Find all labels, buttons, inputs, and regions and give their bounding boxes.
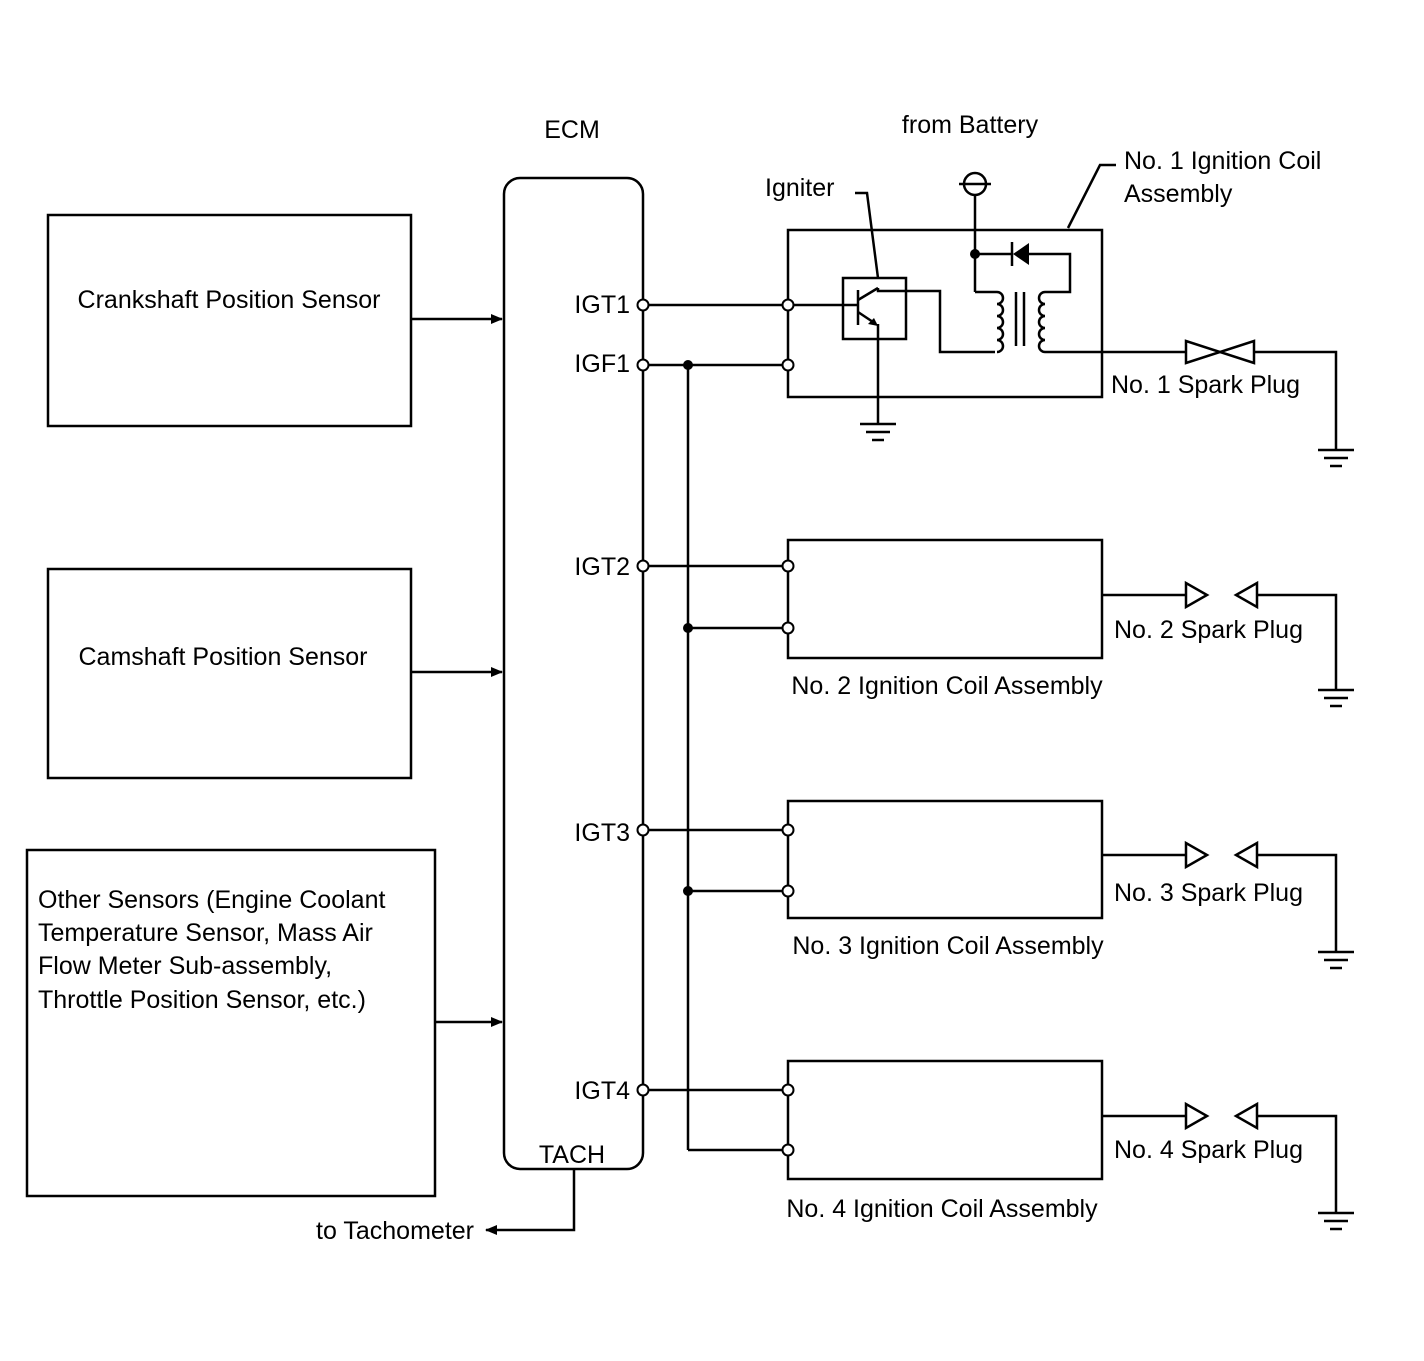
ecm-terminal bbox=[636, 1083, 650, 1097]
spark-plug-4-icon bbox=[1102, 1101, 1354, 1231]
diode-icon bbox=[975, 242, 1072, 294]
ecm-terminal bbox=[636, 358, 650, 372]
terminal-tach-label: TACH bbox=[539, 1141, 605, 1169]
spark-plug-2-icon bbox=[1102, 580, 1354, 708]
camshaft-sensor-label: Camshaft Position Sensor bbox=[78, 643, 367, 671]
spark-plug-1-icon bbox=[1184, 339, 1354, 468]
coil4-box bbox=[786, 1059, 1104, 1181]
coil2-terminal bbox=[781, 559, 795, 573]
igniter-ground-icon bbox=[860, 422, 896, 442]
ecm-terminal bbox=[636, 559, 650, 573]
coil4-terminal bbox=[781, 1083, 795, 1097]
ecm-terminal bbox=[636, 823, 650, 837]
other-sensors-line-3: Flow Meter Sub-assembly, bbox=[38, 952, 332, 980]
crankshaft-sensor-label: Crankshaft Position Sensor bbox=[78, 286, 381, 314]
ecm-terminal bbox=[636, 298, 650, 312]
other-sensors-line-2: Temperature Sensor, Mass Air bbox=[38, 919, 373, 947]
tach-output-arrow bbox=[485, 1169, 576, 1235]
other-sensors-box: Other Sensors (Engine Coolant Temperatur… bbox=[25, 848, 437, 1198]
coil3-terminal bbox=[781, 823, 795, 837]
igniter-leader-line bbox=[855, 191, 880, 279]
crankshaft-sensor-box: Crankshaft Position Sensor bbox=[46, 213, 413, 428]
ecm-block bbox=[502, 176, 645, 1171]
junction-dot bbox=[683, 886, 693, 896]
coil4-label: No. 4 Ignition Coil Assembly bbox=[786, 1195, 1098, 1223]
ecm-title: ECM bbox=[544, 116, 600, 144]
terminal-igf1-label: IGF1 bbox=[574, 350, 630, 378]
coil4-terminal bbox=[781, 1143, 795, 1157]
coil2-terminal bbox=[781, 621, 795, 635]
terminal-igt1-label: IGT1 bbox=[574, 291, 630, 319]
coil3-label: No. 3 Ignition Coil Assembly bbox=[792, 932, 1104, 960]
spark-plug-2-label: No. 2 Spark Plug bbox=[1114, 616, 1303, 644]
coil1-terminal bbox=[781, 358, 795, 372]
coil2-box bbox=[786, 538, 1104, 660]
coil1-label-line-1: No. 1 Ignition Coil bbox=[1124, 147, 1321, 175]
tachometer-label: to Tachometer bbox=[316, 1217, 474, 1245]
coil2-label: No. 2 Ignition Coil Assembly bbox=[791, 672, 1103, 700]
spark-plug-3-icon bbox=[1102, 840, 1354, 970]
coil-winding-icon bbox=[996, 290, 1046, 354]
spark-plug-1-label: No. 1 Spark Plug bbox=[1111, 371, 1300, 399]
battery-terminal-icon bbox=[959, 171, 991, 197]
junction-dot bbox=[683, 623, 693, 633]
spark-plug-4-label: No. 4 Spark Plug bbox=[1114, 1136, 1303, 1164]
coil1-box bbox=[786, 228, 1104, 399]
igniter-transistor-icon bbox=[788, 276, 995, 424]
terminal-igt2-label: IGT2 bbox=[574, 553, 630, 581]
spark-plug-3-label: No. 3 Spark Plug bbox=[1114, 879, 1303, 907]
camshaft-sensor-box: Camshaft Position Sensor bbox=[46, 567, 413, 780]
coil3-box bbox=[786, 799, 1104, 920]
coil1-label-line-2: Assembly bbox=[1124, 180, 1233, 208]
other-sensors-line-4: Throttle Position Sensor, etc.) bbox=[38, 986, 366, 1014]
coil1-terminal bbox=[781, 298, 795, 312]
junction-dot bbox=[683, 360, 693, 370]
battery-label: from Battery bbox=[902, 111, 1039, 139]
igniter-label: Igniter bbox=[765, 174, 834, 202]
other-sensors-line-1: Other Sensors (Engine Coolant bbox=[38, 886, 385, 914]
terminal-igt3-label: IGT3 bbox=[574, 819, 630, 847]
coil1-leader-line bbox=[1066, 163, 1116, 229]
terminal-igt4-label: IGT4 bbox=[574, 1077, 630, 1105]
coil3-terminal bbox=[781, 884, 795, 898]
